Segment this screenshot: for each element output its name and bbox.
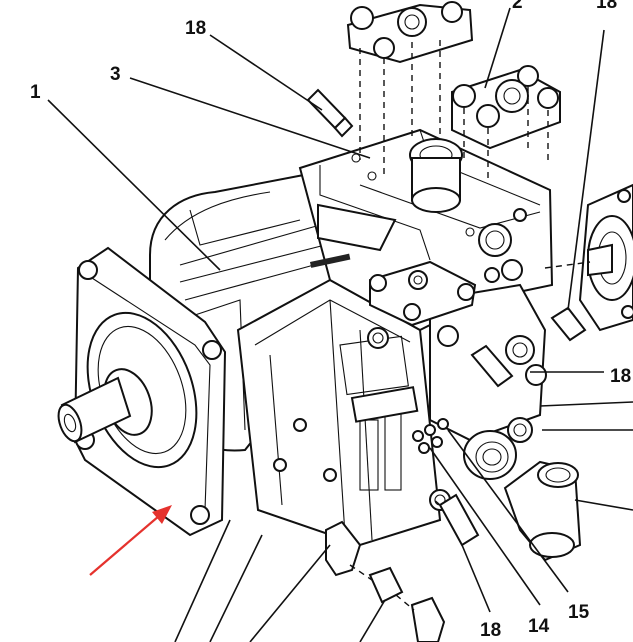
callout-18-bottom: 18: [480, 620, 501, 641]
plug-18-mid: [470, 344, 514, 388]
callout-18-right: 18: [610, 366, 631, 387]
pressure-valve-head: [369, 260, 477, 327]
callout-2: 2: [512, 0, 523, 13]
callout-18-top-left: 18: [185, 18, 206, 39]
charge-gear-pump: [544, 183, 633, 332]
callout-14: 14: [528, 616, 550, 637]
callout-1: 1: [30, 82, 41, 103]
top-flange-b: [451, 65, 561, 178]
callout-18-top-right: 18: [596, 0, 617, 13]
plug-18-bottom: [431, 493, 480, 547]
leader-lines: [47, 7, 633, 642]
highlight-arrow: [89, 505, 172, 576]
callout-3: 3: [110, 64, 121, 85]
control-block: [236, 278, 442, 547]
elbow-fitting-right: [503, 460, 582, 562]
bottom-fittings: [325, 520, 446, 642]
screw-row: [350, 386, 449, 454]
center-port-ring: [409, 138, 463, 213]
top-flange-a: [346, 1, 474, 175]
pressure-port-fitting: [463, 430, 517, 480]
plug-18-upper-left: [306, 88, 354, 138]
front-flange: [73, 246, 227, 537]
plug-18-right: [550, 306, 587, 342]
callout-15: 15: [568, 602, 590, 623]
drive-shaft: [57, 376, 132, 444]
